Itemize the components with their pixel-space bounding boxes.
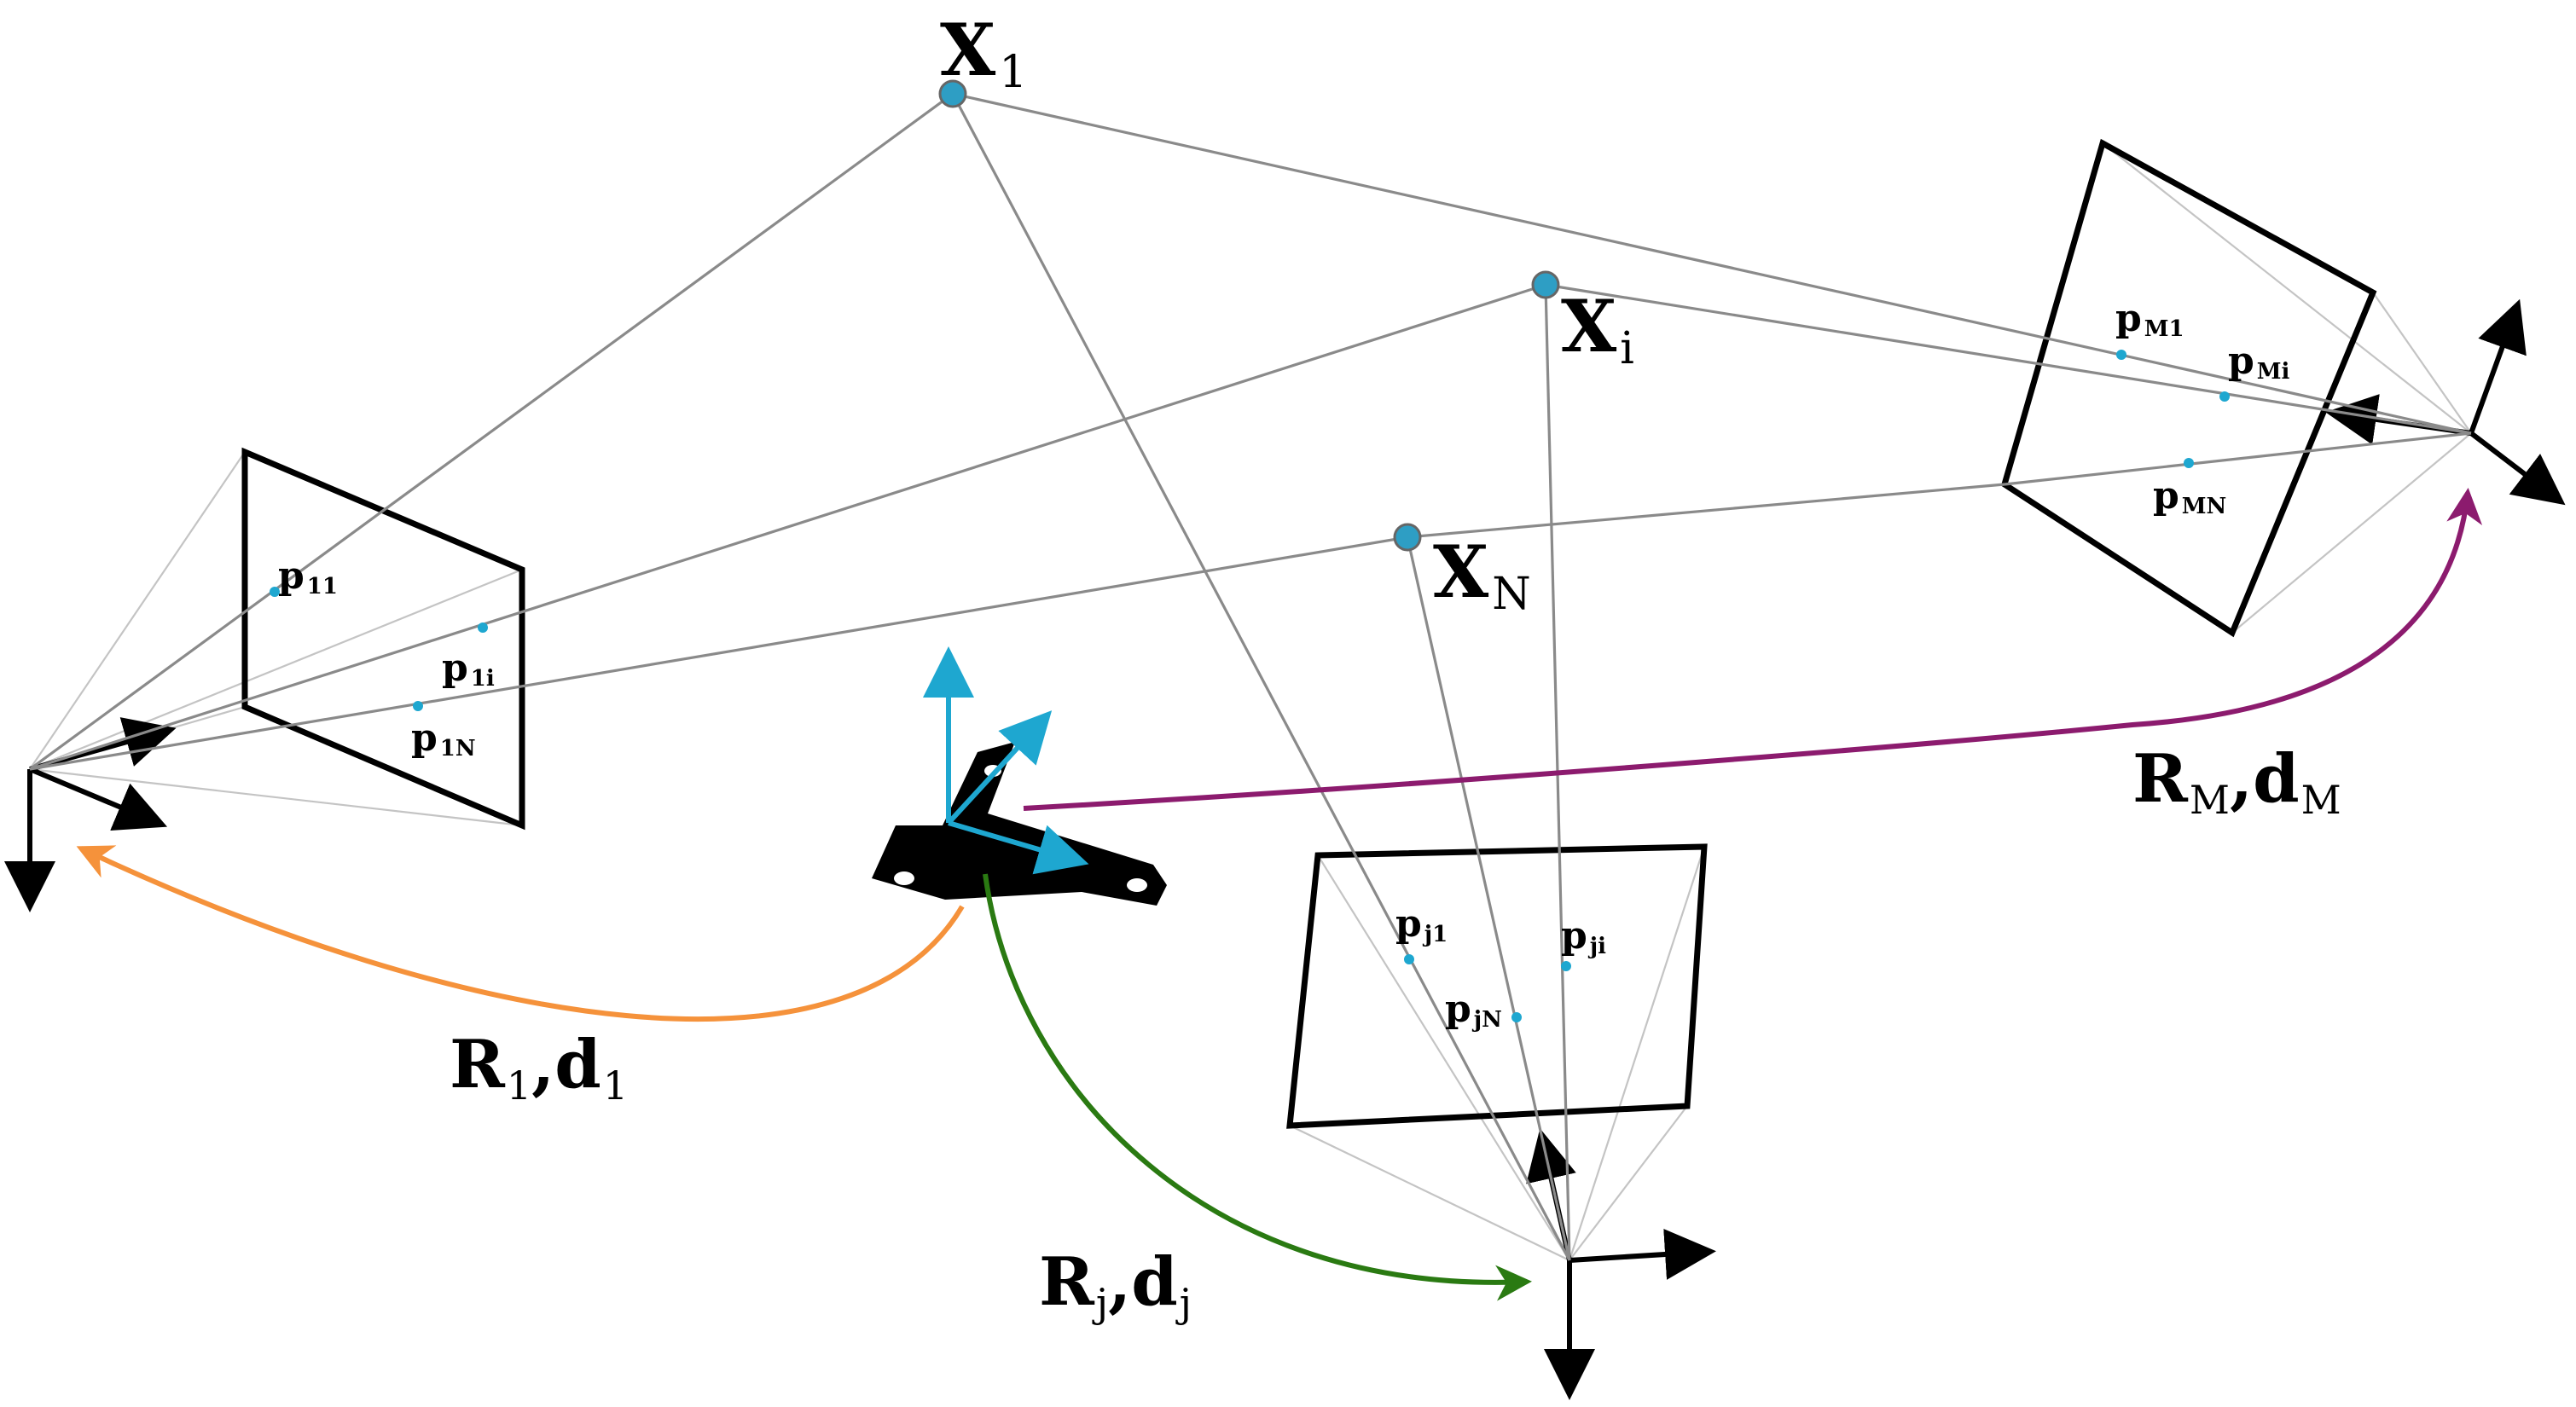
transform-j-label: Rj,dj [1039, 1243, 1192, 1326]
transform-m-label: RM,dM [2132, 740, 2341, 823]
transform-m-arrow [1023, 488, 2483, 811]
camera-j-frustum [1289, 846, 1706, 1261]
point-xi-label: Xi [1561, 284, 1634, 374]
proj-pj1-dot [1404, 954, 1414, 964]
point-x1-label: X1 [940, 8, 1027, 98]
point-xi-marker [1531, 270, 1560, 299]
points-3d: X1 Xi XN [938, 8, 1634, 620]
point-xn-label: XN [1433, 530, 1531, 620]
proj-pmn-dot [2184, 458, 2194, 468]
image-plane-m [2000, 138, 2377, 638]
calibration-target [872, 646, 1167, 906]
proj-p11-dot [270, 587, 280, 597]
image-plane-1 [241, 447, 525, 831]
proj-pji-dot [1561, 961, 1571, 971]
proj-pmi-dot [2219, 391, 2230, 402]
camera-m [2000, 138, 2566, 638]
transform-1-label: R1,d1 [450, 1026, 628, 1109]
transform-1-arrow [76, 845, 965, 1022]
transform-labels: R1,d1 Rj,dj RM,dM [450, 740, 2341, 1326]
target-body [872, 742, 1167, 906]
target-hole-left [894, 871, 914, 885]
camera-j [1286, 843, 1716, 1400]
transform-arrows [76, 488, 2483, 1301]
point-xn-marker [1393, 523, 1422, 552]
transform-j-arrow [983, 873, 1532, 1301]
image-plane-j [1286, 843, 1708, 1129]
camera-m-axes [2325, 298, 2566, 506]
proj-pjn-dot [1511, 1012, 1522, 1022]
point-x1-marker [938, 79, 967, 108]
projection-rays [29, 92, 2472, 1261]
target-hole-right [1127, 878, 1147, 892]
proj-pm1-dot [2116, 350, 2126, 360]
target-axes [923, 646, 1089, 875]
camera-1-frustum [29, 451, 523, 827]
proj-p1n-dot [413, 701, 423, 711]
proj-p1i-dot [478, 622, 488, 633]
